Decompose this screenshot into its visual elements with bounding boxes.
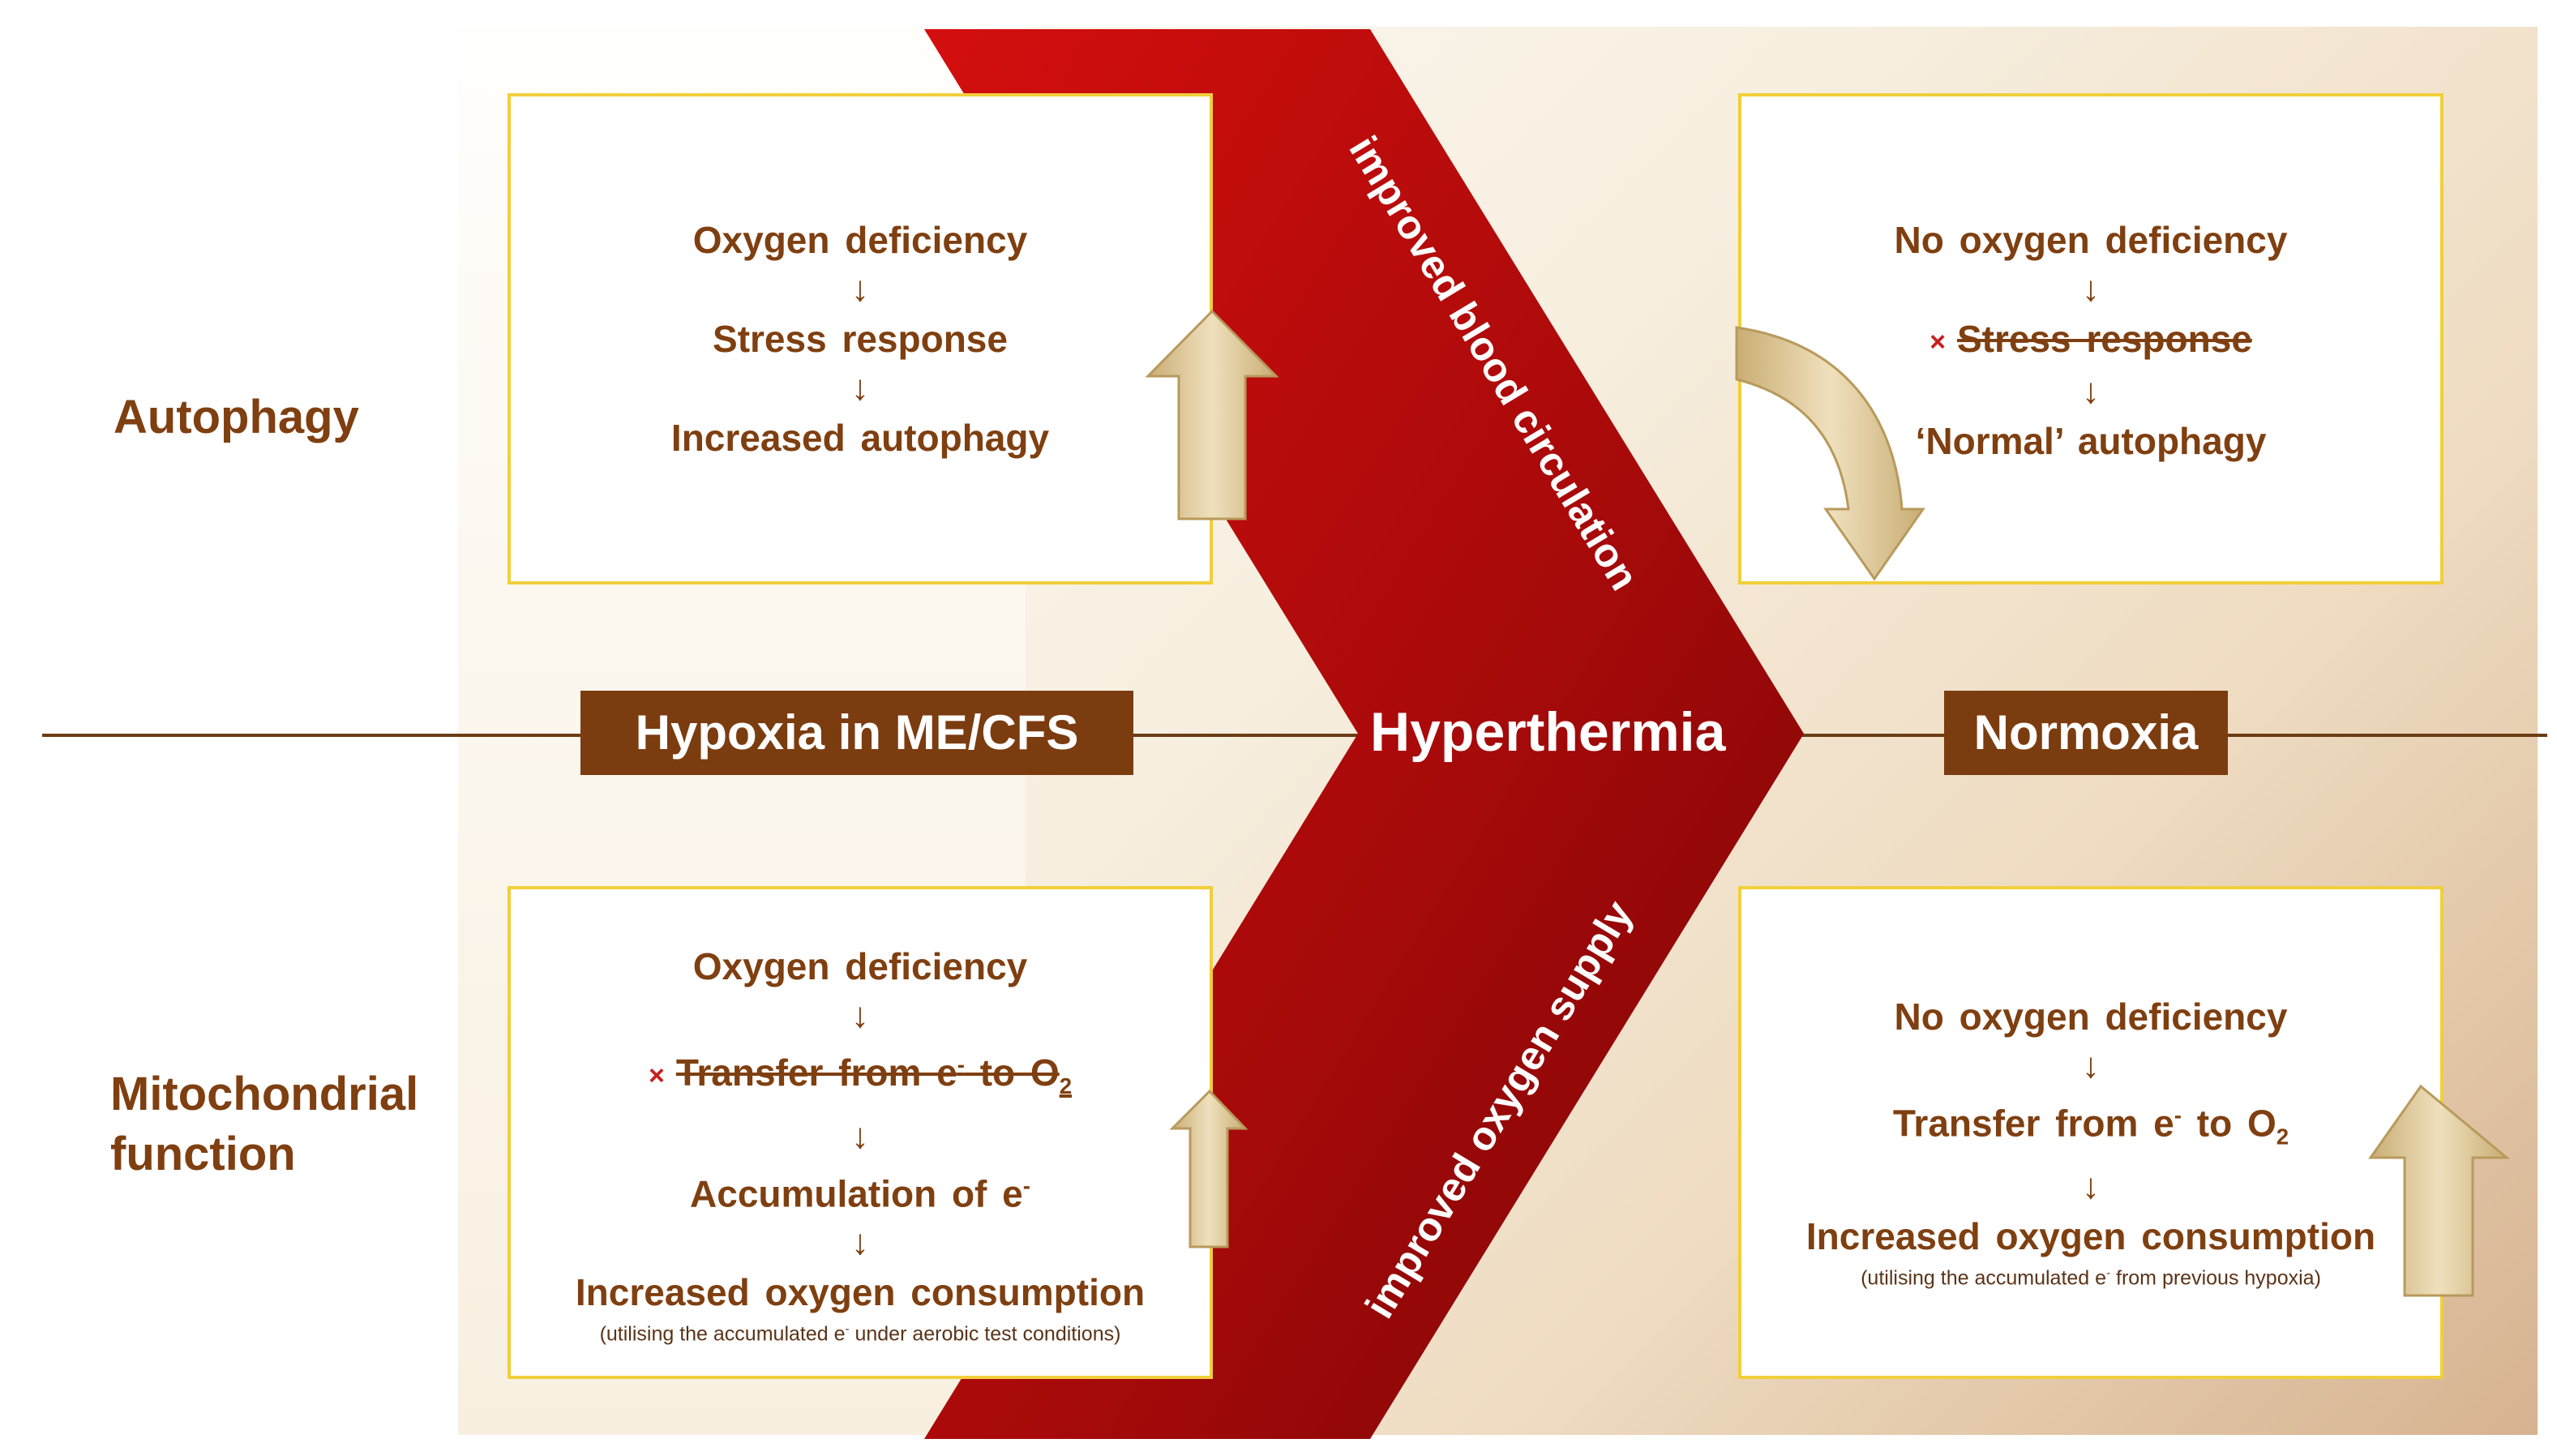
row-label-mitochondrial-line2: function — [110, 1128, 296, 1180]
text-oxygen-deficiency: Oxygen deficiency — [692, 945, 1028, 987]
label-hyperthermia: Hyperthermia — [1370, 701, 1726, 763]
down-arrow-icon: ↓ — [851, 269, 869, 309]
down-arrow-icon: ↓ — [851, 996, 869, 1035]
row-label-mitochondrial: Mitochondrial function — [110, 1064, 418, 1184]
text-no-oxygen-deficiency: No oxygen deficiency — [1894, 996, 2288, 1038]
row-label-autophagy: Autophagy — [114, 391, 359, 443]
oxygen-sub: 2 — [2276, 1124, 2289, 1150]
note-text: under aerobic test conditions) — [849, 1322, 1121, 1346]
down-arrow-icon: ↓ — [2082, 1166, 2100, 1206]
note-previous-hypoxia: (utilising the accumulated e- from previ… — [1741, 1261, 2440, 1290]
box-mitochondria-hypoxia: Oxygen deficiency ↓ ×Transfer from e- to… — [508, 886, 1213, 1379]
text-increased-autophagy: Increased autophagy — [670, 417, 1050, 459]
tag-hypoxia: Hypoxia in ME/CFS — [580, 691, 1133, 775]
cross-icon: × — [1930, 326, 1946, 358]
down-arrow-icon: ↓ — [2082, 269, 2100, 309]
up-arrow-icon — [1169, 1089, 1249, 1248]
note-aerobic: (utilising the accumulated e- under aero… — [511, 1317, 1210, 1346]
transfer-text: Transfer from e — [675, 1051, 957, 1094]
electron-sup: - — [957, 1052, 965, 1077]
text-transfer-struck: × Transfer from e- to O2 — [511, 1040, 1210, 1112]
down-arrow-icon: ↓ — [2082, 370, 2100, 411]
note-text: from previous hypoxia) — [2110, 1265, 2321, 1289]
text-normal-autophagy: ‘Normal’ autophagy — [1915, 419, 2267, 462]
electron-sup: - — [845, 1321, 850, 1336]
curved-down-arrow-icon — [1735, 326, 1925, 581]
text-increased-oxygen-consumption: Increased oxygen consumption — [575, 1270, 1146, 1313]
text-stress-response: Stress response — [713, 318, 1008, 360]
up-arrow-icon — [1145, 309, 1279, 520]
electron-sup: - — [2174, 1103, 2182, 1128]
down-arrow-icon: ↓ — [851, 1116, 869, 1156]
text-increased-oxygen-consumption: Increased oxygen consumption — [1805, 1214, 2376, 1257]
down-arrow-icon: ↓ — [2082, 1046, 2100, 1086]
tag-normoxia: Normoxia — [1944, 691, 2228, 775]
up-arrow-icon — [2368, 1084, 2511, 1297]
text-accumulation: Accumulation of e- — [511, 1161, 1210, 1218]
electron-sup: - — [1022, 1172, 1030, 1198]
electron-sup: - — [2106, 1265, 2111, 1280]
struck-text: Stress response — [1956, 318, 2252, 360]
to-oxygen-text: to O — [2181, 1102, 2276, 1145]
row-label-mitochondrial-line1: Mitochondrial — [110, 1068, 419, 1120]
to-oxygen-text: to O — [964, 1051, 1060, 1094]
struck-text: Transfer from e- to O2 — [675, 1051, 1072, 1098]
down-arrow-icon: ↓ — [851, 368, 869, 408]
box-autophagy-hypoxia: Oxygen deficiency ↓ Stress response ↓ In… — [508, 93, 1213, 585]
transfer-text: Transfer from e — [1892, 1102, 2174, 1145]
text-stress-response-struck: × Stress response — [1741, 314, 2440, 367]
text-oxygen-deficiency: Oxygen deficiency — [692, 219, 1028, 261]
text-no-oxygen-deficiency: No oxygen deficiency — [1894, 219, 2288, 261]
down-arrow-icon: ↓ — [851, 1222, 869, 1262]
box-mitochondria-normoxia: No oxygen deficiency ↓ Transfer from e- … — [1738, 886, 2443, 1379]
text-transfer: Transfer from e- to O2 — [1741, 1090, 2440, 1163]
note-text: (utilising the accumulated e — [1861, 1265, 2107, 1289]
accumulation-text: Accumulation of e — [690, 1171, 1023, 1214]
note-text: (utilising the accumulated e — [599, 1322, 846, 1346]
cross-icon: × — [648, 1060, 665, 1092]
oxygen-sub: 2 — [1059, 1073, 1073, 1099]
